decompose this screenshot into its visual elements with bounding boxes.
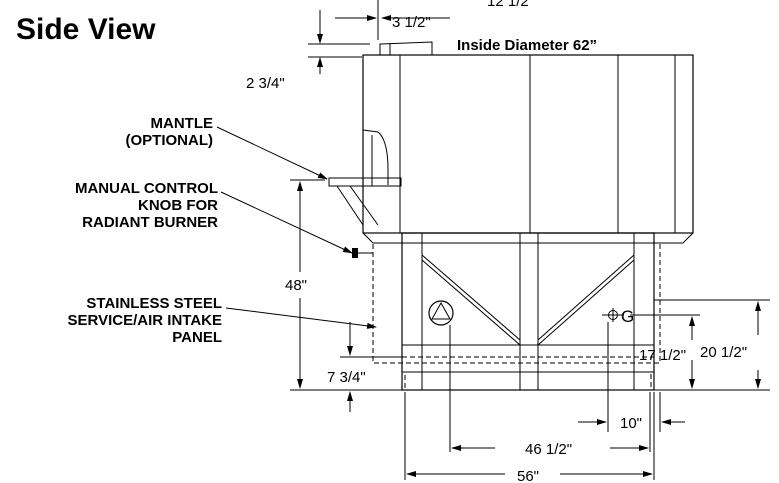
dimension-3-1-2: 3 1/2": [392, 14, 431, 31]
mantle-label-line1: MANTLE: [151, 115, 214, 132]
cabinet-base-frame: [362, 232, 694, 391]
page-title: Side View: [16, 13, 156, 46]
dimension-48-lines: [290, 179, 402, 391]
mantle-label-line2: (OPTIONAL): [126, 132, 214, 149]
control-knob: [352, 248, 373, 258]
dimension-7-3-4: 7 3/4": [327, 369, 366, 386]
mantle-leader: [216, 126, 328, 180]
dimension-3-1-2-lines: [319, 0, 450, 40]
dimension-10-lines: [578, 322, 685, 432]
dimension-56-lines: [404, 392, 655, 480]
dimension-right-lines: [630, 299, 770, 391]
panel-label-line1: STAINLESS STEEL: [86, 295, 222, 312]
dimension-20-1-2: 20 1/2": [700, 344, 747, 361]
cabinet-upper-body: [362, 54, 694, 234]
dimension-7-3-4-lines: [340, 322, 402, 412]
panel-leader: [225, 307, 377, 329]
knob-leader: [220, 191, 353, 254]
dimension-17-1-2: 17 1/2": [639, 347, 686, 364]
panel-label-line2: SERVICE/AIR INTAKE: [68, 312, 222, 329]
dimension-46-1-2-lines: [449, 325, 651, 452]
knob-label-line3: RADIANT BURNER: [82, 214, 218, 231]
dimension-2-3-4: 2 3/4": [246, 75, 285, 92]
flue-cap: [379, 41, 433, 55]
dimension-48: 48": [285, 277, 307, 294]
knob-label-line2: KNOB FOR: [138, 197, 218, 214]
gas-label: G: [621, 307, 634, 326]
inside-diameter-label: Inside Diameter 62”: [457, 37, 597, 54]
knob-label-line1: MANUAL CONTROL: [75, 180, 218, 197]
dimension-56: 56": [517, 468, 539, 483]
dimension-2-3-4-lines: [308, 28, 370, 74]
dimension-12-1-2: 12 1/2": [487, 0, 534, 10]
mantle: [328, 177, 402, 226]
gas-connection-icon: [602, 308, 624, 322]
panel-label-line3: PANEL: [172, 329, 222, 346]
dimension-46-1-2: 46 1/2": [525, 441, 572, 458]
dimension-10: 10": [620, 415, 642, 432]
burner-symbol: [428, 300, 454, 326]
